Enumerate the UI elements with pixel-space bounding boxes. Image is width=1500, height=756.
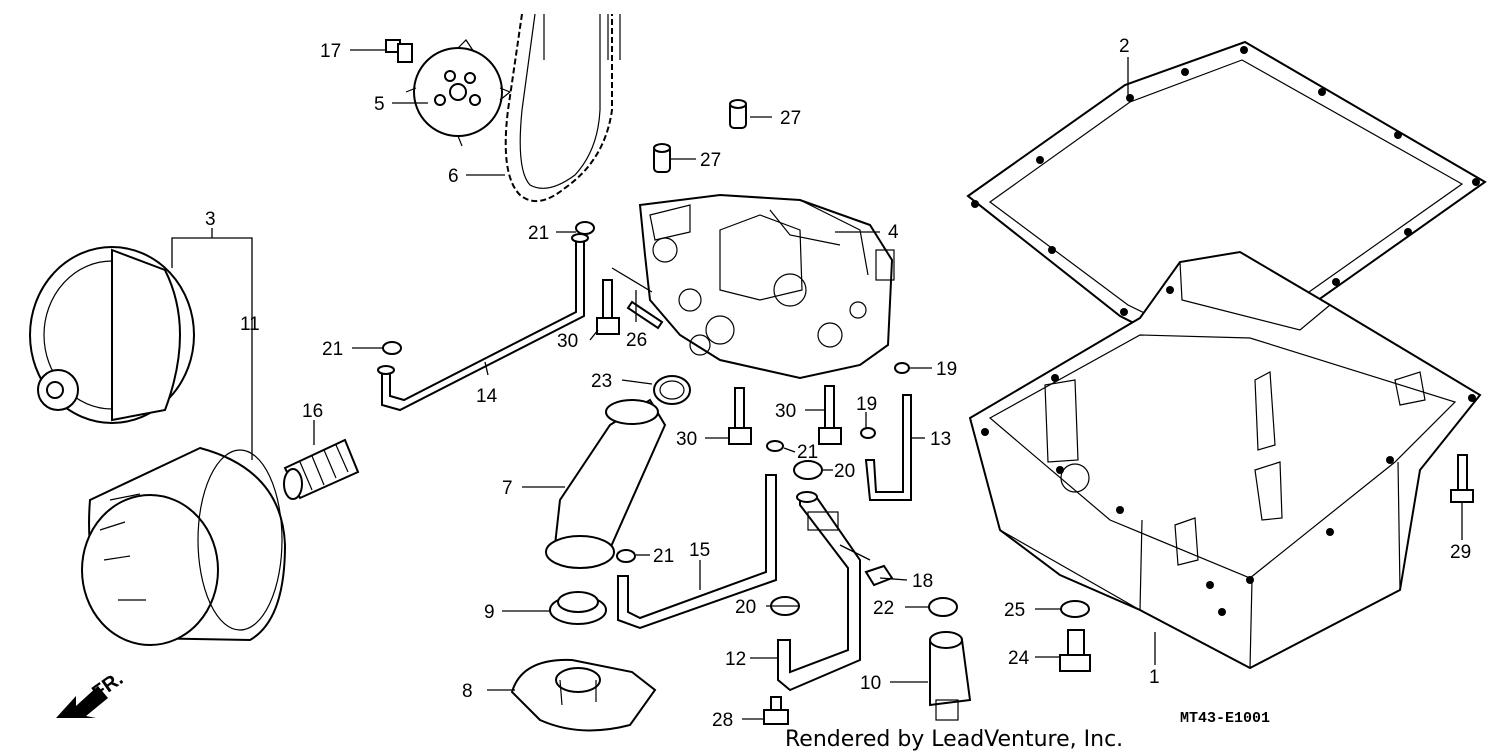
callout-5: 5 (374, 94, 385, 115)
oil-pipe-14-illustration (377, 233, 589, 412)
oil-pipe-15-illustration (617, 474, 777, 630)
callout-6: 6 (448, 166, 459, 187)
callout-13: 13 (930, 429, 951, 450)
callout-21-b: 21 (322, 339, 343, 360)
callout-22: 22 (873, 598, 894, 619)
oil-filter-lower-illustration (81, 446, 287, 646)
oil-pump-assembly-4-illustration (638, 193, 895, 380)
sealing-washer-19-b-illustration (860, 427, 876, 439)
o-ring-23-illustration (653, 375, 691, 405)
callout-20-a: 20 (834, 461, 855, 482)
callout-21-c: 21 (797, 442, 818, 463)
drive-chain-6-illustration (504, 13, 621, 203)
sealing-washer-19-a-illustration (894, 362, 910, 374)
callout-21-d: 21 (653, 546, 674, 567)
oil-pressure-switch-10-illustration (929, 631, 972, 721)
callout-19-b: 19 (856, 394, 877, 415)
bolt-28-illustration (763, 696, 789, 725)
strainer-cover-8-illustration (510, 658, 657, 732)
callout-14: 14 (476, 386, 498, 407)
callout-21-a: 21 (528, 223, 549, 244)
callout-30-a: 30 (557, 331, 578, 352)
callout-12: 12 (725, 649, 746, 670)
render-credit: Rendered by LeadVenture, Inc. (785, 727, 1123, 752)
callout-2: 2 (1119, 36, 1130, 57)
callout-30-c: 30 (775, 401, 796, 422)
callout-30-b: 30 (676, 429, 697, 450)
dowel-pin-27-lower-illustration (653, 143, 671, 173)
callout-8: 8 (462, 681, 473, 702)
callout-1: 1 (1149, 667, 1160, 688)
sealing-washer-20-illustration (770, 460, 958, 617)
callout-17: 17 (320, 41, 341, 62)
callout-19-a: 19 (936, 359, 957, 380)
callout-27-b: 27 (700, 150, 721, 171)
diagram-reference-code: MT43-E1001 (1180, 710, 1270, 727)
sealing-washer-21-illustration (382, 221, 784, 563)
oil-strainer-7-illustration (545, 398, 667, 569)
leader-lines (171, 49, 1463, 720)
callout-29: 29 (1450, 542, 1471, 563)
callout-7: 7 (502, 478, 513, 499)
callout-11: 11 (240, 314, 260, 335)
drain-plug-seal-9-illustration (549, 591, 607, 625)
nut-18-illustration (864, 564, 894, 587)
callout-18: 18 (912, 571, 933, 592)
callout-23: 23 (591, 371, 612, 392)
callout-3: 3 (205, 209, 216, 230)
oil-pan-illustration (968, 250, 1482, 670)
oil-pump-sprocket-5-illustration (405, 39, 512, 147)
oil-filter-upper-illustration (29, 246, 195, 424)
sprocket-bolt-17-illustration (385, 39, 413, 63)
callout-20-b: 20 (735, 597, 756, 618)
callout-9: 9 (484, 602, 495, 623)
front-direction-arrow: FR. (56, 668, 127, 718)
callout-26: 26 (626, 330, 647, 351)
callout-10: 10 (860, 673, 881, 694)
callout-24: 24 (1008, 648, 1030, 669)
callout-25: 25 (1004, 600, 1025, 621)
callout-28: 28 (712, 710, 733, 731)
oil-pipe-13-illustration (864, 394, 912, 501)
callout-27-a: 27 (780, 108, 801, 129)
pan-bolt-29-illustration (1450, 454, 1474, 503)
pump-bolt-30-c-illustration (818, 385, 842, 445)
drain-bolt-24-illustration (1059, 629, 1091, 672)
drain-bolt-washer-25-illustration (1060, 600, 1090, 618)
oil-filter-boss-16-illustration (283, 438, 360, 500)
callout-16: 16 (302, 401, 323, 422)
callout-15: 15 (689, 540, 710, 561)
pump-bolt-30-a-illustration (596, 279, 620, 335)
dowel-pin-27-upper-illustration (729, 99, 747, 129)
callout-4: 4 (888, 222, 899, 243)
pump-bolt-30-b-illustration (728, 387, 752, 445)
oil-pipe-12-illustration (777, 491, 861, 692)
